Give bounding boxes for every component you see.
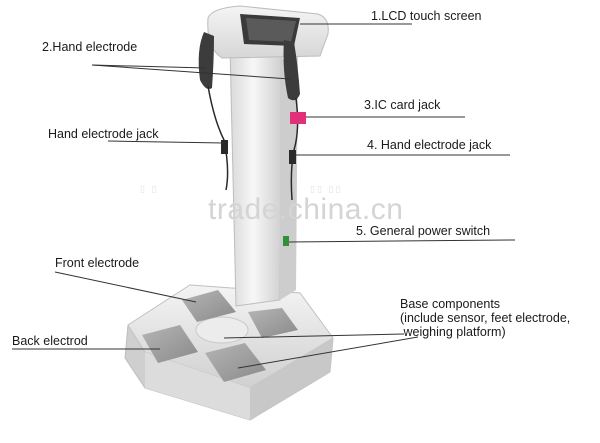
leader-base-1 — [223, 333, 405, 339]
back-electrode-pad — [142, 325, 198, 363]
label-back-electrode: Back electrod — [12, 334, 88, 348]
label-hand-electrode: 2.Hand electrode — [42, 40, 138, 54]
front-electrode-pad — [182, 290, 236, 322]
back-right-pad — [205, 343, 266, 382]
leader-front-electrode — [54, 271, 197, 303]
watermark: trade.china.cn — [208, 193, 404, 226]
label-hand-jack-left: Hand electrode jack — [48, 127, 159, 141]
watermark-dots-left: ▯ ▯ — [140, 184, 159, 194]
leader-hand-jack-left — [107, 140, 225, 144]
power-switch — [283, 236, 289, 246]
leader-power-switch — [288, 239, 516, 243]
label-power-switch: 5. General power switch — [356, 224, 491, 238]
front-right-pad — [248, 308, 298, 338]
leader-hand-electrode-right — [91, 64, 291, 80]
watermark-dots-right: ▯▯ ▯▯ — [310, 184, 343, 194]
label-base-line-2: (include sensor, feet electrode, — [400, 311, 571, 325]
label-lcd: 1.LCD touch screen — [371, 9, 482, 23]
head-unit — [207, 5, 329, 59]
label-ic-card: 3.IC card jack — [364, 98, 441, 112]
leader-lines — [12, 23, 516, 369]
leader-base-2 — [237, 336, 419, 369]
ic-card — [290, 112, 306, 124]
base-platform — [124, 284, 334, 421]
label-hand-jack-right: 4. Hand electrode jack — [367, 138, 492, 152]
hand-electrodes — [198, 32, 300, 201]
label-base-line-1: Base components — [400, 297, 501, 311]
label-front-electrode: Front electrode — [55, 256, 140, 270]
label-base-components: Base components (include sensor, feet el… — [400, 297, 570, 339]
leader-hand-electrode-left — [91, 64, 207, 69]
label-base-line-3: weighing platform) — [400, 325, 506, 339]
